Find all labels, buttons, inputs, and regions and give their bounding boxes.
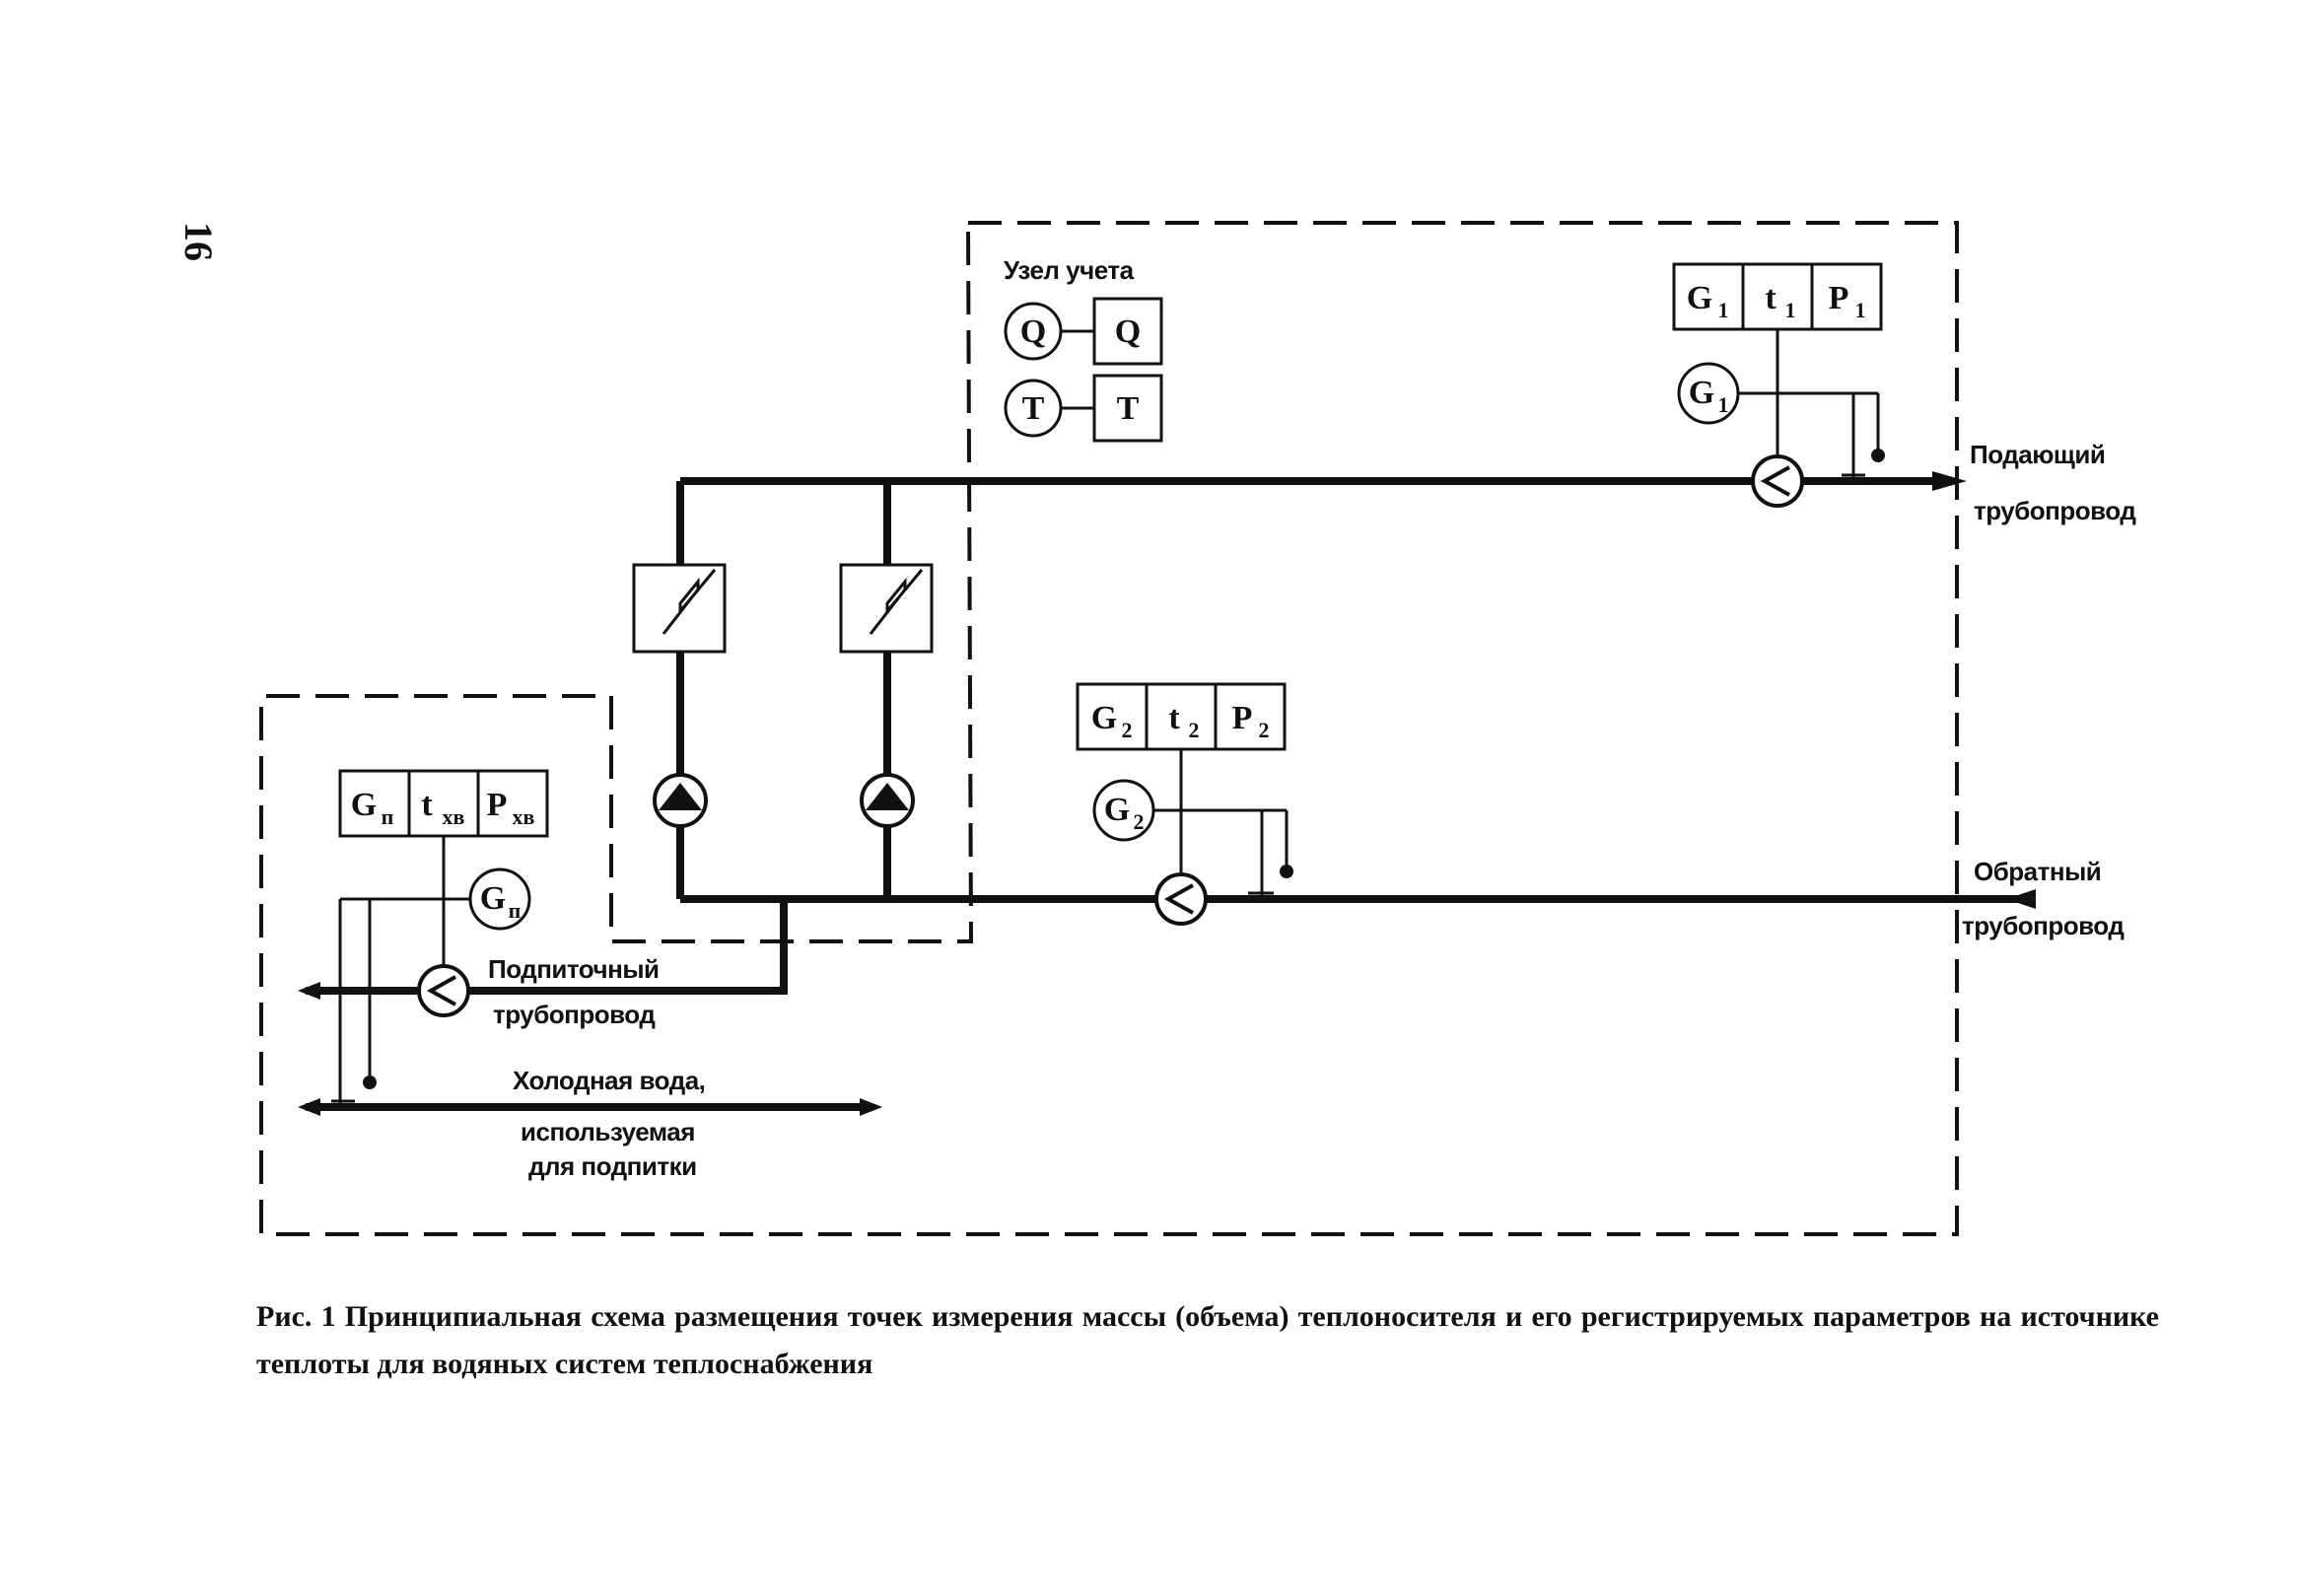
- q-calculator-legend: [1004, 297, 1163, 443]
- makeup-flowmeter: [417, 964, 470, 1017]
- supply-g-box: G: [1687, 280, 1712, 316]
- makeup-pressure-tap: [363, 1076, 377, 1089]
- makeup-t-box: t: [421, 787, 433, 823]
- return-meter-label: G: [1104, 792, 1130, 828]
- makeup-label-2: трубопровод: [493, 1000, 656, 1029]
- pipelines: [306, 477, 2036, 1111]
- supply-flowmeter: [1751, 454, 1804, 508]
- cold-water-label-1: Холодная вода,: [513, 1066, 705, 1095]
- pump-1: [653, 773, 708, 828]
- return-t-box-sub: 2: [1189, 718, 1200, 742]
- flow-arrows: [298, 471, 2036, 1116]
- heat-exchanger-2: [839, 563, 934, 654]
- makeup-meter-sub: п: [509, 898, 522, 923]
- page-number: 16: [176, 222, 221, 261]
- supply-meter-sub: 1: [1718, 392, 1729, 417]
- return-pressure-tap: [1280, 865, 1293, 878]
- t-circle-label: T: [1022, 390, 1045, 427]
- makeup-t-box-sub: хв: [443, 804, 465, 829]
- q-box-label: Q: [1115, 313, 1141, 350]
- supply-p-box: P: [1829, 280, 1849, 316]
- heat-exchanger-1: [632, 563, 727, 654]
- return-flowmeter: [1154, 872, 1208, 926]
- pump-2: [860, 773, 915, 828]
- supply-t-box: t: [1765, 280, 1777, 316]
- return-meter-sub: 2: [1134, 809, 1145, 834]
- metering-unit-title: Узел учета: [1004, 255, 1135, 285]
- makeup-p-box-sub: хв: [513, 804, 535, 829]
- figure-caption: Рис. 1 Принципиальная схема размещения т…: [256, 1300, 2159, 1380]
- return-g-box-sub: 2: [1122, 718, 1133, 742]
- return-p-box: P: [1232, 700, 1253, 736]
- return-label-2: трубопровод: [1962, 911, 2125, 940]
- makeup-meter-label: G: [480, 880, 506, 917]
- supply-t-box-sub: 1: [1785, 298, 1796, 322]
- makeup-p-box: P: [487, 787, 508, 823]
- supply-label-2: трубопровод: [1974, 496, 2136, 525]
- return-t-box: t: [1168, 700, 1180, 736]
- makeup-g-box-sub: п: [382, 804, 394, 829]
- q-circle-label: Q: [1020, 313, 1046, 350]
- return-instruments: [1076, 682, 1289, 899]
- return-label-1: Обратный: [1974, 857, 2101, 886]
- makeup-label-1: Подпиточный: [488, 954, 660, 984]
- supply-g-box-sub: 1: [1718, 298, 1729, 322]
- supply-pressure-tap: [1871, 449, 1885, 462]
- supply-instruments: [1672, 262, 1883, 481]
- return-p-box-sub: 2: [1259, 718, 1270, 742]
- makeup-instruments: [331, 769, 549, 1107]
- cold-water-label-2: используемая: [521, 1117, 695, 1146]
- supply-meter-label: G: [1689, 375, 1714, 411]
- return-g-box: G: [1091, 700, 1117, 736]
- t-box-label: T: [1117, 390, 1140, 427]
- makeup-g-box: G: [351, 787, 377, 823]
- supply-label-1: Подающий: [1970, 440, 2105, 469]
- supply-p-box-sub: 1: [1855, 298, 1866, 322]
- cold-water-label-3: для подпитки: [528, 1151, 697, 1181]
